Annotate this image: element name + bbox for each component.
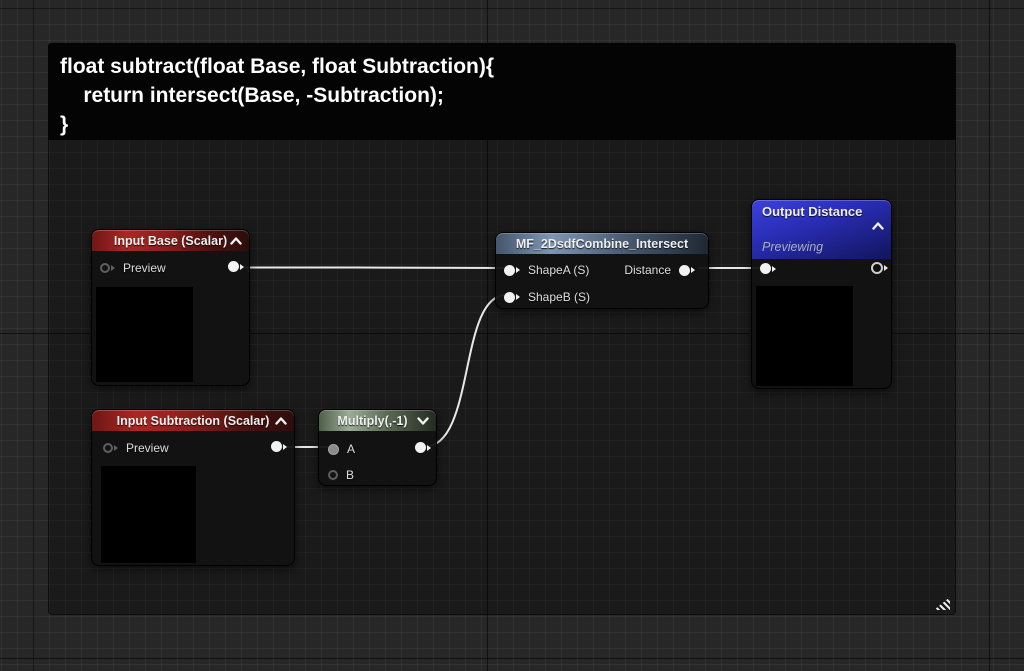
pin-circle-icon xyxy=(103,443,113,453)
pin-arrow-icon xyxy=(516,267,520,273)
pin-circle-icon xyxy=(415,442,426,453)
pin-arrow-icon xyxy=(111,265,115,271)
node-title: Input Subtraction (Scalar) xyxy=(116,413,270,428)
pin-a-input[interactable]: A xyxy=(328,442,355,456)
pin-label: B xyxy=(346,468,355,482)
node-multiply-header[interactable]: Multiply(,-1) xyxy=(319,410,436,431)
node-input-subtraction[interactable]: Input Subtraction (Scalar) Preview xyxy=(91,409,295,566)
material-preview-thumbnail xyxy=(756,286,853,386)
pin-label: Preview xyxy=(126,441,169,455)
comment-title-bar[interactable]: float subtract(float Base, float Subtrac… xyxy=(48,43,956,140)
pin-circle-icon xyxy=(328,470,338,480)
pin-circle-icon xyxy=(504,291,515,303)
pin-arrow-icon xyxy=(691,267,695,273)
material-preview-thumbnail xyxy=(101,466,196,563)
pin-arrow-icon xyxy=(240,263,244,270)
pin-output[interactable] xyxy=(415,442,431,453)
node-multiply[interactable]: Multiply(,-1) A B xyxy=(318,409,437,486)
previewing-status-label: Previewing xyxy=(762,240,824,254)
pin-circle-icon xyxy=(504,264,515,276)
pin-circle-icon xyxy=(328,443,339,455)
grid-major-line xyxy=(0,333,1024,334)
pin-circle-icon xyxy=(760,263,771,274)
pin-output[interactable] xyxy=(228,261,244,272)
wire-base-to-shapea[interactable] xyxy=(236,266,507,269)
material-preview-thumbnail xyxy=(96,287,193,382)
node-input-base[interactable]: Input Base (Scalar) Preview xyxy=(91,229,250,386)
pin-circle-icon xyxy=(679,264,690,276)
pin-circle-icon xyxy=(228,261,239,272)
node-mf-header[interactable]: MF_2DsdfCombine_Intersect xyxy=(496,233,708,254)
grid-major-line xyxy=(487,0,488,671)
pin-distance-output[interactable]: Distance xyxy=(624,263,695,277)
node-input-subtraction-header[interactable]: Input Subtraction (Scalar) xyxy=(92,410,294,431)
node-input-base-header[interactable]: Input Base (Scalar) xyxy=(92,230,249,251)
wire-multiply-to-shapeb[interactable] xyxy=(423,294,507,448)
pin-shapeb-input[interactable]: ShapeB (S) xyxy=(504,290,590,304)
comment-code-line: float subtract(float Base, float Subtrac… xyxy=(60,55,495,78)
pin-label: A xyxy=(347,442,356,456)
pin-arrow-icon xyxy=(114,445,118,451)
comment-code-line: } xyxy=(60,113,69,136)
pin-preview-output[interactable] xyxy=(871,262,888,274)
pin-b-input[interactable]: B xyxy=(328,468,354,482)
pin-preview-input[interactable]: Preview xyxy=(103,441,169,455)
collapse-chevron-up-icon[interactable] xyxy=(230,236,242,245)
node-output-distance[interactable]: Output Distance Previewing xyxy=(751,199,892,389)
pin-label: ShapeB (S) xyxy=(528,290,591,304)
pin-arrow-icon xyxy=(283,443,287,450)
comment-code-line: return intersect(Base, -Subtraction); xyxy=(60,84,444,107)
node-title: MF_2DsdfCombine_Intersect xyxy=(515,236,689,251)
grid-major-line xyxy=(989,0,990,671)
grid-major-line xyxy=(33,0,34,671)
grid-major-line xyxy=(0,8,1024,9)
pin-circle-icon xyxy=(271,441,282,452)
collapse-chevron-up-icon[interactable] xyxy=(275,416,287,425)
pin-preview-input[interactable]: Preview xyxy=(100,261,166,275)
pin-arrow-icon xyxy=(884,265,888,271)
expand-chevron-down-icon[interactable] xyxy=(417,416,429,425)
node-title: Output Distance xyxy=(762,204,863,219)
pin-arrow-icon xyxy=(516,294,520,300)
pin-arrow-icon xyxy=(427,444,431,451)
pin-label: Distance xyxy=(624,263,671,277)
pin-label: Preview xyxy=(123,261,166,275)
node-output-distance-header[interactable]: Output Distance Previewing xyxy=(752,200,891,259)
pin-label: ShapeA (S) xyxy=(528,263,590,277)
pin-result-input[interactable] xyxy=(760,263,776,274)
node-title: Input Base (Scalar) xyxy=(113,233,228,248)
node-title: Multiply(,-1) xyxy=(337,413,408,428)
pin-circle-icon xyxy=(100,263,110,273)
grid-major-line xyxy=(0,658,1024,659)
node-mf-2dsdfcombine-intersect[interactable]: MF_2DsdfCombine_Intersect ShapeA (S) Sha… xyxy=(495,232,709,309)
pin-shapea-input[interactable]: ShapeA (S) xyxy=(504,263,589,277)
pin-circle-icon xyxy=(871,262,883,274)
pin-output[interactable] xyxy=(271,441,287,452)
pin-arrow-icon xyxy=(772,265,776,272)
collapse-chevron-up-icon[interactable] xyxy=(872,222,884,230)
